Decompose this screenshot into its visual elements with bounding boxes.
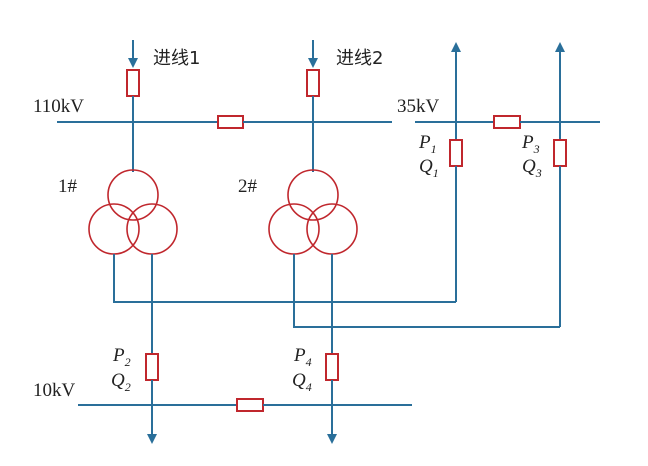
incoming-line-1: 进线1 bbox=[126, 40, 200, 172]
incoming-line-2: 进线2 bbox=[306, 40, 383, 172]
transformer-1-label: 1# bbox=[58, 176, 78, 197]
label-q4: Q4 bbox=[292, 370, 312, 394]
breaker-feeder-p1 bbox=[449, 139, 463, 167]
breaker-feeder-p3 bbox=[553, 139, 567, 167]
feeder-35kv-1: P1 Q1 bbox=[418, 42, 463, 302]
mv-connection-2 bbox=[293, 254, 560, 328]
transformer-1-hv-winding bbox=[107, 169, 159, 221]
bus-tie-breaker-10kv bbox=[236, 398, 264, 412]
label-p4: P4 bbox=[293, 345, 312, 369]
bus-10kv-label: 10kV bbox=[33, 380, 76, 401]
label-q3: Q3 bbox=[522, 156, 542, 180]
bus-110kv-label: 110kV bbox=[33, 96, 84, 117]
arrow-up-icon bbox=[451, 42, 461, 52]
label-q2: Q2 bbox=[111, 370, 131, 394]
mv-connection-1 bbox=[113, 254, 456, 303]
bus-110kv: 110kV bbox=[33, 96, 392, 129]
label-p1: P1 bbox=[418, 132, 437, 156]
transformer-2: 2# bbox=[238, 169, 358, 255]
transformer-2-label: 2# bbox=[238, 176, 258, 197]
arrow-down-icon bbox=[147, 434, 157, 444]
arrow-down-icon bbox=[128, 58, 138, 68]
arrow-down-icon bbox=[308, 58, 318, 68]
bus-10kv: 10kV bbox=[33, 380, 412, 412]
arrow-up-icon bbox=[555, 42, 565, 52]
arrow-down-icon bbox=[327, 434, 337, 444]
label-q1: Q1 bbox=[419, 156, 439, 180]
incoming-line-2-label: 进线2 bbox=[336, 48, 383, 69]
label-p2: P2 bbox=[112, 345, 131, 369]
bus-35kv: 35kV bbox=[397, 96, 600, 129]
incoming-line-1-label: 进线1 bbox=[153, 48, 200, 69]
bus-tie-breaker-35kv bbox=[493, 115, 521, 129]
breaker-incoming-2 bbox=[306, 69, 320, 97]
bus-tie-breaker-110kv bbox=[217, 115, 244, 129]
breaker-lv-p2 bbox=[145, 353, 159, 381]
lv-branch-1: P2 Q2 bbox=[111, 254, 159, 444]
breaker-incoming-1 bbox=[126, 69, 140, 97]
transformer-1: 1# bbox=[58, 169, 178, 255]
transformer-2-hv-winding bbox=[287, 169, 339, 221]
feeder-35kv-3: P3 Q3 bbox=[521, 42, 567, 327]
lv-branch-2: P4 Q4 bbox=[292, 254, 339, 444]
breaker-lv-p4 bbox=[325, 353, 339, 381]
bus-35kv-label: 35kV bbox=[397, 96, 440, 117]
label-p3: P3 bbox=[521, 132, 540, 156]
